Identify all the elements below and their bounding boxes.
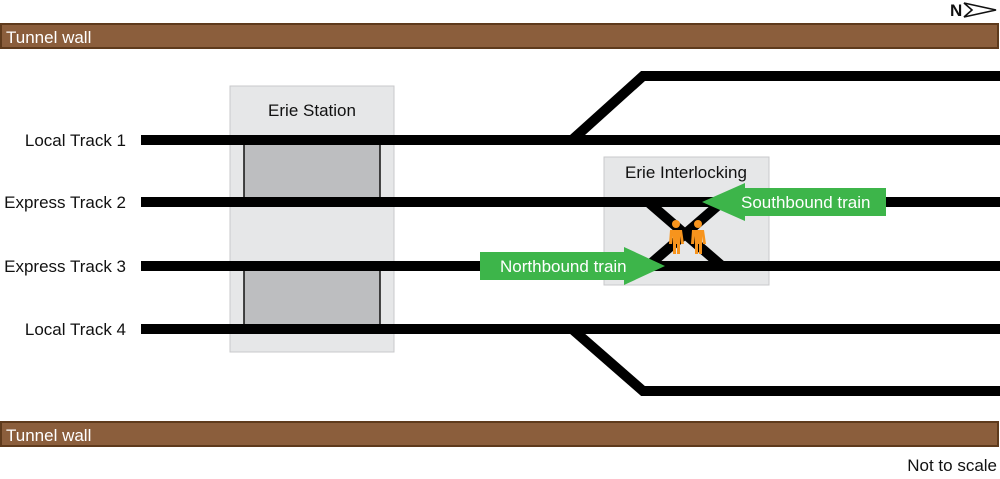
track-label-4: Local Track 4 xyxy=(25,320,126,339)
interlocking-label: Erie Interlocking xyxy=(625,163,747,182)
tunnel-wall-bottom-label: Tunnel wall xyxy=(6,426,91,445)
tunnel-wall-bottom xyxy=(0,421,999,447)
north-label: N xyxy=(950,1,962,20)
track-label-2: Express Track 2 xyxy=(4,193,126,212)
southbound-train-arrow xyxy=(702,183,886,221)
station-label: Erie Station xyxy=(268,101,356,120)
track-workers xyxy=(669,220,706,254)
track-label-3: Express Track 3 xyxy=(4,257,126,276)
tunnel-wall-top xyxy=(0,23,999,49)
diverging-track-upper xyxy=(568,71,1000,144)
diverging-track-lower xyxy=(568,325,1000,396)
platform-upper xyxy=(243,142,381,199)
worker-icon xyxy=(669,220,684,254)
southbound-train-label: Southbound train xyxy=(741,193,871,212)
northbound-train-label: Northbound train xyxy=(500,257,627,276)
crossover-b xyxy=(644,198,726,270)
tunnel-wall-top-label: Tunnel wall xyxy=(6,28,91,47)
north-arrow-icon xyxy=(963,2,997,18)
scale-note: Not to scale xyxy=(907,456,997,475)
northbound-train-arrow xyxy=(480,247,665,285)
track-label-1: Local Track 1 xyxy=(25,131,126,150)
worker-icon xyxy=(691,220,706,254)
platform-lower xyxy=(243,267,381,327)
